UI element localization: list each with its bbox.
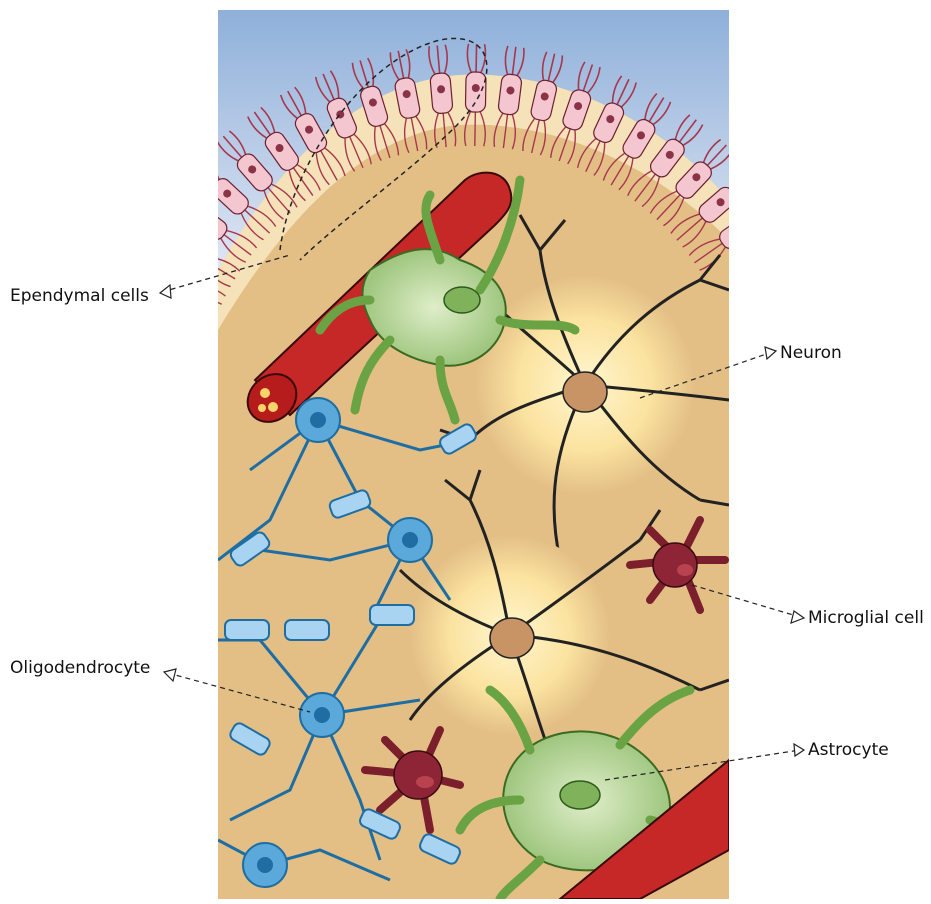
cilium <box>727 167 751 188</box>
cilium <box>736 177 760 198</box>
cilium <box>150 219 176 237</box>
ependymal-process <box>475 112 476 146</box>
cilium <box>148 226 172 240</box>
ependymal-process <box>191 290 222 304</box>
arrowhead-ependymal <box>160 285 171 298</box>
ependymal-cell <box>167 232 212 270</box>
cilium <box>164 198 189 218</box>
cilium <box>189 167 212 189</box>
cilium <box>125 266 152 281</box>
ependymal-cell <box>150 264 195 299</box>
cilium <box>755 204 778 220</box>
arrowhead-oligodendrocyte <box>164 669 176 681</box>
arrowhead-neuron <box>765 347 776 359</box>
cilium <box>129 261 154 273</box>
cilium <box>170 194 192 211</box>
ependymal-cell <box>465 72 486 112</box>
label-microglial-cell: Microglial cell <box>808 608 924 628</box>
ependymal-cell <box>498 73 523 115</box>
cilium <box>750 197 775 216</box>
cilium <box>733 173 754 191</box>
cilium <box>758 208 783 227</box>
label-ependymal-cells: Ependymal cells <box>10 286 149 306</box>
cilium <box>143 231 169 249</box>
arrowhead-microglial <box>791 611 804 623</box>
ependymal-cell <box>430 72 453 114</box>
cilium <box>195 164 215 183</box>
ependymal-process <box>186 294 219 313</box>
label-oligodendrocyte: Oligodendrocyte <box>10 658 150 678</box>
cilium <box>173 187 198 207</box>
label-neuron: Neuron <box>780 343 842 363</box>
cilium <box>131 253 158 268</box>
label-astrocyte: Astrocyte <box>808 740 889 760</box>
arrowhead-astrocyte <box>794 744 804 756</box>
